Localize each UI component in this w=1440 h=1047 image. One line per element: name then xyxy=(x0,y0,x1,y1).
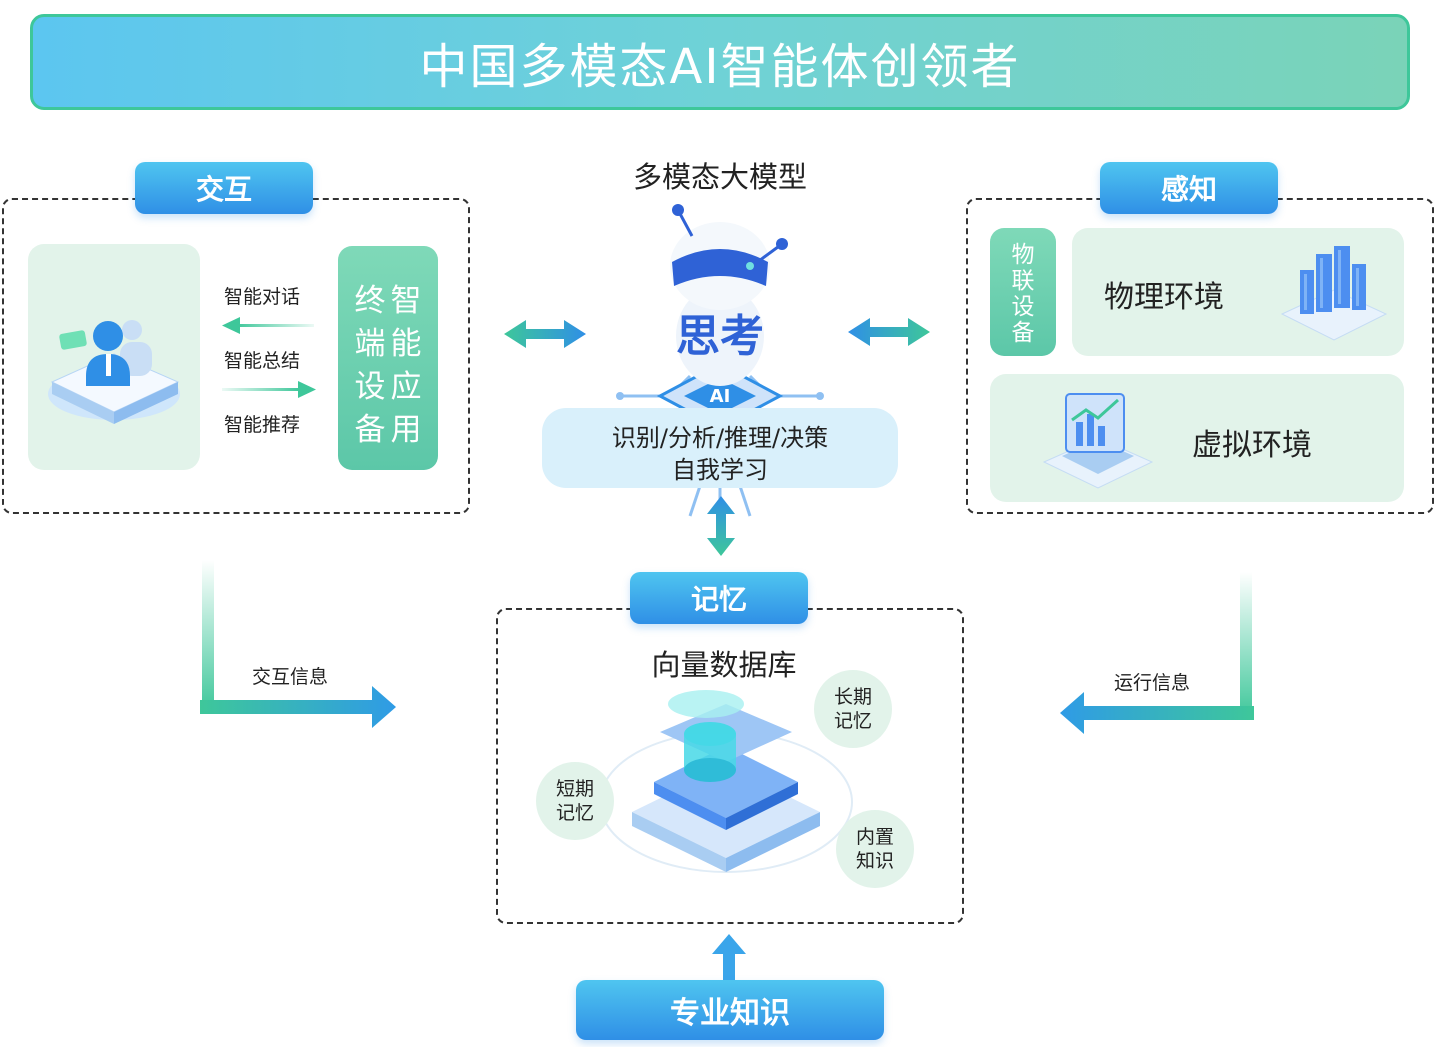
device-char: 备 xyxy=(354,412,386,448)
long-term-memory-bubble: 长期 记忆 xyxy=(814,670,892,748)
perception-tab: 感知 xyxy=(1100,162,1278,214)
robot-text: 思考 xyxy=(676,311,764,362)
bubble-line: 记忆 xyxy=(833,710,872,732)
iot-char: 设 xyxy=(1011,294,1035,320)
capability-line2: 自我学习 xyxy=(672,456,768,484)
capability-line1: 识别/分析/推理/决策 xyxy=(611,424,829,452)
builtin-knowledge-bubble: 内置 知识 xyxy=(836,810,914,888)
iot-char: 备 xyxy=(1011,320,1035,346)
flow-label-summary: 智能总结 xyxy=(224,350,301,372)
double-arrow-left-icon xyxy=(504,320,586,348)
knowledge-box: 专业知识 xyxy=(576,980,884,1040)
double-arrow-vertical-icon xyxy=(707,496,735,556)
physical-env-panel: 物理环境 xyxy=(1072,228,1404,356)
device-char: 应 xyxy=(390,369,422,405)
knowledge-label: 专业知识 xyxy=(670,996,790,1031)
iot-char: 物 xyxy=(1011,242,1035,268)
short-term-memory-bubble: 短期 记忆 xyxy=(536,762,614,840)
page-title: 中国多模态AI智能体创领者 xyxy=(419,39,1021,95)
knowledge-up-arrow-icon xyxy=(712,934,746,980)
device-col-app: 智 能 应 用 xyxy=(388,280,424,452)
buildings-icon xyxy=(1280,246,1388,341)
dashboard-icon xyxy=(1042,393,1154,489)
arrow-left-icon xyxy=(222,317,314,334)
user-panel xyxy=(28,244,200,470)
database-illustration-icon xyxy=(599,690,853,873)
user-illustration-icon xyxy=(48,320,180,424)
double-arrow-right-icon xyxy=(848,318,930,346)
bubble-line: 内置 xyxy=(855,826,894,848)
interaction-flow-vertical xyxy=(202,560,214,712)
interaction-tab-label: 交互 xyxy=(195,173,252,206)
title-banner: 中国多模态AI智能体创领者 xyxy=(30,14,1410,110)
device-char: 设 xyxy=(354,369,386,405)
bubble-line: 长期 xyxy=(833,686,872,708)
physical-env-label: 物理环境 xyxy=(1104,280,1224,315)
device-char: 能 xyxy=(390,326,422,362)
iot-char: 联 xyxy=(1011,268,1035,294)
runtime-flow-vertical xyxy=(1240,572,1252,718)
device-char: 智 xyxy=(390,283,422,319)
device-char: 端 xyxy=(354,326,386,362)
chip-label: AI xyxy=(710,386,731,407)
device-apps-box: 终 端 设 备 智 能 应 用 xyxy=(338,246,438,470)
runtime-flow-arrow-icon xyxy=(1060,692,1254,734)
flow-label-recommend: 智能推荐 xyxy=(224,414,301,436)
flow-label-dialog: 智能对话 xyxy=(224,286,301,308)
bubble-line: 记忆 xyxy=(555,802,594,824)
interaction-info-label: 交互信息 xyxy=(252,666,329,688)
runtime-info-label: 运行信息 xyxy=(1114,672,1191,694)
iot-box: 物 联 设 备 xyxy=(990,228,1056,356)
model-title: 多模态大模型 xyxy=(632,160,807,194)
bubble-line: 知识 xyxy=(855,850,894,872)
arrow-right-icon xyxy=(222,381,316,398)
device-col-terminal: 终 端 设 备 xyxy=(352,280,388,452)
perception-tab-label: 感知 xyxy=(1160,173,1217,206)
capability-box: 识别/分析/推理/决策 自我学习 xyxy=(542,408,898,488)
memory-tab: 记忆 xyxy=(630,572,808,624)
device-char: 终 xyxy=(354,283,386,319)
memory-tab-label: 记忆 xyxy=(690,583,747,616)
iot-text: 物 联 设 备 xyxy=(990,242,1056,346)
virtual-env-label: 虚拟环境 xyxy=(1192,428,1312,463)
vector-db-label: 向量数据库 xyxy=(651,648,797,682)
virtual-env-panel: 虚拟环境 xyxy=(990,374,1404,502)
bubble-line: 短期 xyxy=(555,778,594,800)
device-char: 用 xyxy=(390,412,422,448)
interaction-tab: 交互 xyxy=(135,162,313,214)
interaction-flow-arrow-icon xyxy=(200,686,396,728)
